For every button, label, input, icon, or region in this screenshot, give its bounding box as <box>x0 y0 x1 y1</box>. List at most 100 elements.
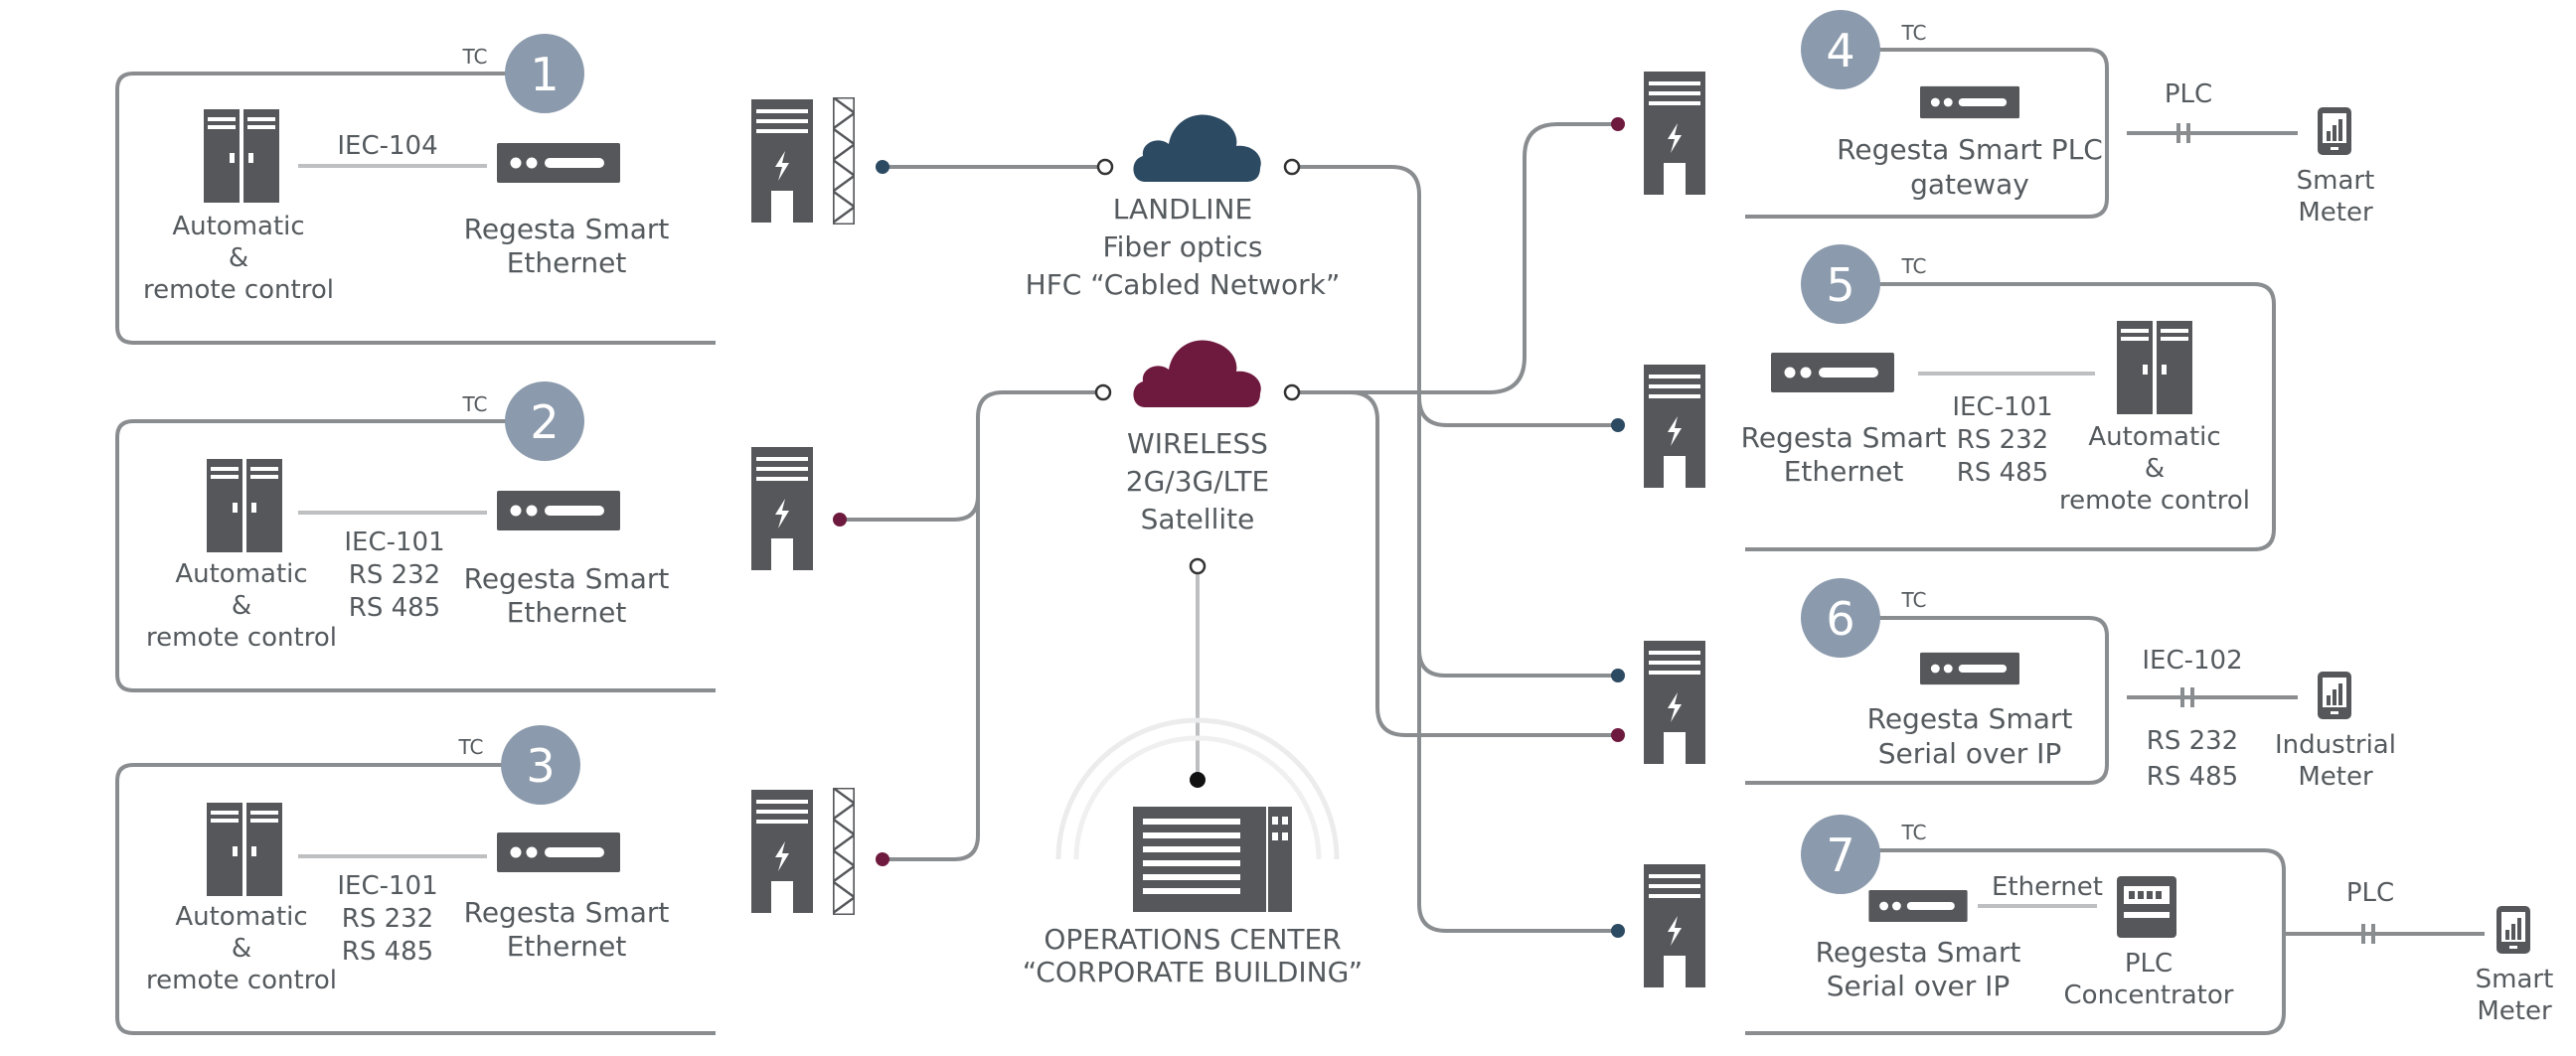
tc-label: TC <box>461 392 487 416</box>
tc-label: TC <box>1900 21 1926 45</box>
device-label-line1: Automatic <box>2088 422 2220 452</box>
wireless-endpoint <box>876 852 889 866</box>
gateway-device-icon <box>497 491 620 530</box>
operations-center: OPERATIONS CENTER “CORPORATE BUILDING” <box>1023 717 1363 988</box>
substation-icon <box>1644 864 1705 987</box>
meter-label-line2: Meter <box>2298 762 2373 792</box>
site-5-panel: TC 5 Regesta Smart Ethernet IEC-101 RS 2… <box>1741 244 2276 551</box>
site-2-panel: TC 2 Automatic & remote control IEC-101 … <box>115 381 716 692</box>
protocol-label-line2: RS 485 <box>2147 762 2238 792</box>
wireless-cloud: WIRELESS 2G/3G/LTE Satellite <box>1094 340 1301 575</box>
site-number: 3 <box>526 739 555 793</box>
site-number-badge <box>1801 244 1880 324</box>
substation-icon <box>751 447 813 570</box>
site-number-badge <box>501 725 580 805</box>
tc-label: TC <box>461 45 487 69</box>
gateway-device-icon <box>497 143 620 183</box>
protocol-label-line2: RS 232 <box>342 904 433 934</box>
gateway-label-line2: Ethernet <box>507 930 627 963</box>
device-label-line2: & <box>229 243 248 273</box>
gateway-device-icon <box>497 832 620 872</box>
protocol-label-line1: IEC-101 <box>1952 392 2052 422</box>
tower-icon <box>833 788 855 915</box>
smart-meter-icon <box>2318 107 2351 155</box>
cloud-icon <box>1133 114 1261 182</box>
device-label-line1: Automatic <box>172 212 304 241</box>
landline-subtitle-2: HFC “Cabled Network” <box>1026 268 1341 301</box>
gateway-label-line1: Regesta Smart <box>1741 421 1947 454</box>
device-label-line3: remote control <box>146 966 337 995</box>
tower-icon <box>833 97 855 225</box>
site-4-panel: TC 4 Regesta Smart PLC gateway PLC Smart… <box>1745 10 2374 227</box>
substation-icon <box>1644 641 1705 764</box>
server-rack-icon <box>204 109 279 203</box>
meter-label-line2: Meter <box>2298 198 2373 227</box>
iec102-link-label: IEC-102 <box>2142 646 2242 676</box>
gateway-device-icon <box>1868 890 1968 922</box>
ethernet-link-label: Ethernet <box>1992 872 2103 902</box>
device-label-line3: remote control <box>2059 486 2250 516</box>
site-number-badge <box>1801 10 1880 89</box>
site-7-panel: TC 7 Regesta Smart Serial over IP Ethern… <box>1745 815 2554 1035</box>
protocol-label-line1: IEC-101 <box>337 871 437 901</box>
gateway-label-line2: Ethernet <box>507 596 627 629</box>
site-number: 7 <box>1826 829 1854 882</box>
gateway-label-line2: Serial over IP <box>1878 737 2062 770</box>
meter-label-line1: Smart <box>2297 166 2375 196</box>
landline-endpoint <box>876 160 889 174</box>
concentrator-label-line2: Concentrator <box>2064 981 2234 1010</box>
site-6-panel: TC 6 Regesta Smart Serial over IP IEC-10… <box>1745 578 2396 792</box>
gateway-label-line2: Ethernet <box>507 246 627 279</box>
site-number-badge <box>1801 578 1880 658</box>
landline-endpoint <box>1611 418 1625 432</box>
device-label-line3: remote control <box>143 275 334 305</box>
landline-subtitle-1: Fiber optics <box>1103 230 1263 263</box>
cloud-icon <box>1133 340 1261 407</box>
meter-label-line1: Smart <box>2476 965 2554 994</box>
plc-link-label: PLC <box>2165 79 2212 109</box>
device-label-line2: & <box>232 934 251 964</box>
gateway-device-icon <box>1920 652 2019 685</box>
smart-meter-icon <box>2318 672 2351 719</box>
device-label-line2: & <box>2145 454 2165 484</box>
site-1-panel: TC 1 Automatic & remote control IEC-104 … <box>115 34 716 345</box>
gateway-label-line2: gateway <box>1910 168 2029 201</box>
right-substations <box>833 72 1705 987</box>
gateway-label-line1: Regesta Smart <box>464 896 670 929</box>
protocol-label-line3: RS 485 <box>349 593 440 623</box>
corporate-building-icon <box>1133 807 1292 912</box>
gateway-device-icon <box>1920 85 2019 119</box>
plc-concentrator-icon <box>2117 876 2176 938</box>
server-rack-icon <box>207 803 282 896</box>
site-number: 4 <box>1826 24 1854 77</box>
site-number-badge <box>505 34 584 113</box>
operations-title: OPERATIONS CENTER <box>1044 923 1341 956</box>
site-number-badge <box>505 381 584 461</box>
landline-cloud: LANDLINE Fiber optics HFC “Cabled Networ… <box>1026 114 1341 301</box>
landline-title: LANDLINE <box>1113 193 1252 226</box>
site-number-badge <box>1801 815 1880 894</box>
protocol-label-line1: RS 232 <box>2147 726 2238 756</box>
left-substations <box>751 97 855 915</box>
wireless-endpoint <box>1611 728 1625 742</box>
protocol-label-line3: RS 485 <box>1957 458 2048 488</box>
site-3-panel: TC 3 Automatic & remote control IEC-101 … <box>115 725 716 1035</box>
site-number: 6 <box>1826 592 1854 646</box>
gateway-label-line1: Regesta Smart <box>464 562 670 595</box>
gateway-label-line1: Regesta Smart <box>464 213 670 245</box>
connection-lines <box>840 122 1618 933</box>
gateway-label-line1: Regesta Smart <box>1867 702 2073 735</box>
device-label-line3: remote control <box>146 623 337 653</box>
substation-icon <box>1644 365 1705 488</box>
protocol-label-line1: IEC-101 <box>344 528 444 557</box>
site-number: 1 <box>530 48 559 101</box>
concentrator-label-line1: PLC <box>2125 949 2173 979</box>
server-rack-icon <box>207 459 282 552</box>
wireless-endpoint <box>833 513 847 527</box>
tc-label: TC <box>1900 821 1926 844</box>
wireless-title: WIRELESS <box>1127 427 1268 460</box>
wireless-endpoint <box>1611 117 1625 131</box>
plc-link-label: PLC <box>2346 878 2394 908</box>
tc-label: TC <box>1900 254 1926 278</box>
